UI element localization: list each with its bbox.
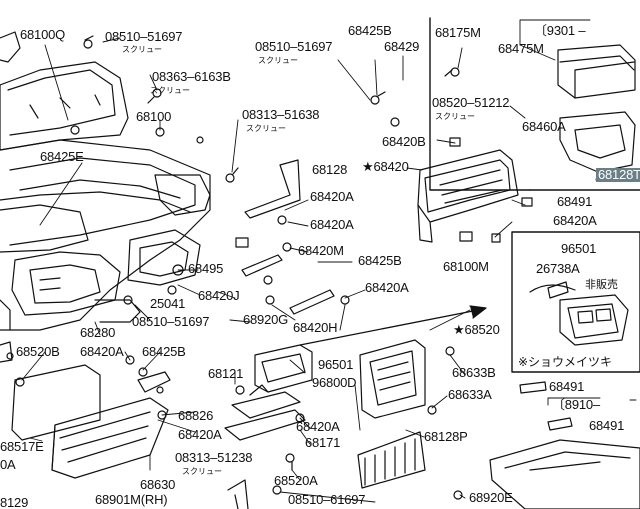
label-68128t: 68128T [596, 168, 640, 182]
label-68520b: 68520B [16, 344, 60, 359]
label-68420h: 68420H [293, 320, 338, 335]
label-68420m: 68420M [298, 243, 344, 258]
label-68420-star: ★68420 [362, 159, 409, 174]
label-68475m: 68475M [498, 41, 544, 56]
bracket-68128 [244, 159, 301, 219]
label-68429: 68429 [384, 39, 420, 54]
grille-68128p [357, 431, 426, 489]
label-68280: 68280 [80, 325, 116, 340]
label-08313-51238: 08313–51238 [175, 450, 253, 465]
meter-hood-drawing [417, 149, 519, 243]
label-96501-mid: 96501 [318, 357, 354, 372]
label-68100m: 68100M [443, 259, 489, 274]
label-26738a: 26738A [536, 261, 580, 276]
label-68121: 68121 [208, 366, 244, 381]
label-68460a: 68460A [522, 119, 566, 134]
label-68420a-5: 68420A [178, 427, 222, 442]
label-68495: 68495 [188, 261, 224, 276]
leader-lines [21, 37, 599, 503]
label-68425b-mid: 68425B [358, 253, 402, 268]
label-68826: 68826 [178, 408, 214, 423]
label-68491-low2: 68491 [589, 418, 625, 433]
label-9301: 〔9301 – [534, 23, 586, 38]
label-68420a-1: 68420A [310, 189, 354, 204]
dashboard-panel-drawing [0, 61, 211, 331]
label-68901m: 68901M(RH) [95, 492, 168, 507]
label-08510-51697-c: 08510–51697 [132, 314, 210, 329]
label-68420a-2: 68420A [310, 217, 354, 232]
label-96501-inset: 96501 [561, 241, 597, 256]
label-68420b: 68420B [382, 134, 426, 149]
label-68517e: 68517E [0, 439, 44, 454]
label-08520-51212: 08520–51212 [432, 95, 510, 110]
label-68100q: 68100Q [20, 27, 66, 42]
label-68491-right: 68491 [557, 194, 593, 209]
label-68630: 68630 [140, 477, 176, 492]
pocket-68175m [557, 44, 636, 99]
label-68633a: 68633A [448, 387, 492, 402]
label-08510-51697-a: 08510–51697 [105, 29, 183, 44]
label-screw-b: スクリュー [150, 86, 190, 95]
label-68171: 68171 [305, 435, 341, 450]
center-console [489, 439, 640, 509]
label-0a: 0A [0, 457, 16, 472]
label-68633b: 68633B [452, 365, 496, 380]
label-68420a-4: 68420A [80, 344, 124, 359]
label-08510-61697: 08510–61697 [288, 492, 366, 507]
label-68920e: 68920E [469, 490, 513, 505]
label-68425e: 68425E [40, 149, 84, 164]
label-68425b-top: 68425B [348, 23, 392, 38]
label-68420j: 68420J [198, 288, 240, 303]
label-68100: 68100 [136, 109, 172, 124]
label-08313-51638: 08313–51638 [242, 107, 320, 122]
label-screw-d: スクリュー [258, 56, 298, 65]
label-screw-a: スクリュー [122, 45, 162, 54]
label-68425b-low: 68425B [142, 344, 186, 359]
label-68420a-right: 68420A [553, 213, 597, 228]
label-8910: 〔8910– [552, 397, 600, 412]
label-68420a-3: 68420A [365, 280, 409, 295]
label-shoumei: ※ショウメイツキ [518, 355, 613, 369]
label-68175m: 68175M [435, 25, 481, 40]
label-screw-c: スクリュー [246, 124, 286, 133]
label-68420a-6: 68420A [296, 419, 340, 434]
label-08363-6163b: 08363–6163B [152, 69, 231, 84]
label-8129: 8129 [0, 495, 29, 509]
glovebox [51, 397, 169, 479]
label-96800d: 96800D [312, 375, 357, 390]
label-25041: 25041 [150, 296, 186, 311]
bracket-top-left [0, 31, 21, 63]
label-08510-51697-b: 08510–51697 [255, 39, 333, 54]
label-68128-upper: 68128 [312, 162, 348, 177]
glovebox-lid [11, 364, 101, 441]
label-68128p: 68128P [424, 429, 468, 444]
label-68491-low: 68491 [549, 379, 585, 394]
label-not-for-sale: 非販売 [585, 278, 618, 291]
label-screw-f: スクリュー [182, 467, 222, 476]
inset-box [511, 231, 640, 373]
label-68520a: 68520A [274, 473, 318, 488]
label-68920g: 68920G [243, 312, 289, 327]
bezel-68520 [359, 339, 426, 419]
label-screw-e: スクリュー [435, 112, 475, 121]
label-68520-star: ★68520 [453, 322, 500, 337]
